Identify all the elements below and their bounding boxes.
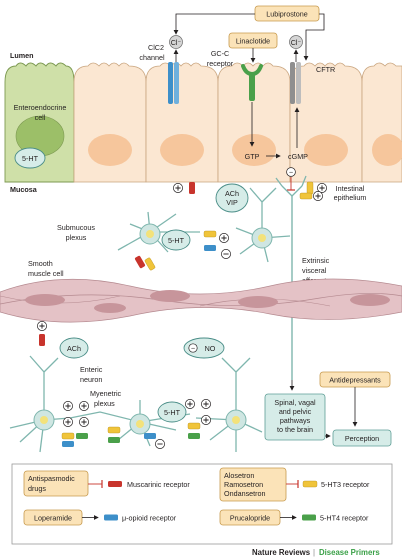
cl-ion-1: Cl⁻ — [171, 38, 182, 47]
ach-vip-vesicle — [215, 183, 249, 213]
ht-granule — [14, 147, 46, 169]
epithelial-cells — [73, 62, 402, 183]
antispasmodic-box — [23, 470, 89, 497]
perception-label: Perception — [345, 434, 379, 443]
smooth-muscle-label-2: muscle cell — [28, 269, 64, 278]
gcc-label-1: GC-C — [211, 49, 229, 58]
lubiprostone-arrow-clc2 — [173, 13, 255, 35]
myenteric-label-1: Myenetric — [90, 389, 122, 398]
ht-sub-vesicle — [161, 229, 191, 251]
ht-cell-label: 5-HT — [22, 154, 39, 163]
footer-disease: Disease Primers — [319, 548, 380, 557]
antidepressants-label: Antidepressants — [329, 376, 381, 385]
cftr-channel — [290, 62, 301, 104]
ht-sub-label: 5-HT — [168, 236, 185, 245]
spinal-label-1: Spinal, vagal — [274, 398, 316, 407]
intestinal-label-2: epithelium — [334, 193, 367, 202]
enteric-label-2: neuron — [80, 375, 102, 384]
loperamide-label: Loperamide — [34, 514, 72, 523]
linaclotide-label: Linaclotide — [236, 37, 270, 46]
muscarinic-label: Muscarinic receptor — [127, 480, 190, 489]
antispasmodic-label-2: drugs — [28, 484, 46, 493]
lubiprostone-arrow-cftr — [303, 13, 325, 61]
gcc-receptor — [241, 64, 263, 101]
alosetron-label: Alosetron — [224, 471, 254, 480]
spinal-label-4: to the brain — [277, 425, 313, 434]
lumen-label: Lumen — [10, 51, 34, 60]
ht4-label: 5-HT4 receptor — [320, 514, 369, 523]
mu-opioid-label: μ-opioid receptor — [122, 514, 177, 523]
ach-myen-label: ACh — [67, 344, 81, 353]
prucalopride-label: Prucalopride — [230, 514, 270, 523]
ach-vip-label-2: VIP — [226, 198, 238, 207]
footer-sep: | — [313, 548, 315, 557]
cgmp-label: cGMP — [288, 152, 308, 161]
intestinal-epithelium: 5-HT Enteroendocrine cell — [4, 62, 402, 183]
antispasmodic-label-1: Antispasmodic — [28, 474, 75, 483]
extrinsic-label-1: Extrinsic — [302, 256, 330, 265]
clc2-label-1: ClC2 — [148, 43, 164, 52]
ach-vip-label-1: ACh — [225, 189, 239, 198]
smooth-muscle-label-1: Smooth — [28, 259, 53, 268]
lubiprostone-label: Lubiprostone — [266, 10, 308, 19]
spinal-label-2: and pelvic — [279, 407, 312, 416]
minus-no: − — [191, 344, 195, 353]
submucous-label-2: plexus — [66, 233, 87, 242]
ht3-label: 5-HT3 receptor — [321, 480, 370, 489]
enteroendocrine-label-1: Enteroendocrine — [14, 103, 67, 112]
footer-nature: Nature Reviews — [252, 548, 311, 557]
myenteric-neurons — [9, 355, 263, 453]
spinal-pathways-box — [264, 393, 326, 441]
spinal-label-3: pathways — [280, 416, 311, 425]
ondansetron-label: Ondansetron — [224, 489, 266, 498]
extrinsic-label-2: visceral — [302, 266, 327, 275]
perception-box — [332, 429, 392, 447]
enteric-label-1: Enteric — [80, 365, 103, 374]
ramosetron-label: Ramosetron — [224, 480, 263, 489]
submucous-label-1: Submucous — [57, 223, 95, 232]
cftr-label: CFTR — [316, 65, 335, 74]
mucosa-label: Mucosa — [10, 185, 38, 194]
gtp-label: GTP — [245, 152, 260, 161]
enteroendocrine-label-2: cell — [35, 113, 46, 122]
lubiprostone-box — [254, 5, 320, 22]
epithelial-nuclei — [88, 134, 402, 166]
clc2-channel — [168, 62, 179, 104]
cl-ion-2: Cl⁻ — [291, 38, 302, 47]
no-vesicle — [183, 337, 225, 359]
ht-myen-vesicle — [157, 401, 187, 423]
clc2-label-2: channel — [139, 53, 165, 62]
no-label: NO — [205, 344, 216, 353]
myenteric-label-2: plexus — [94, 399, 115, 408]
ht-myen-label: 5-HT — [164, 408, 181, 417]
ach-myen-vesicle — [59, 337, 89, 359]
intestinal-label-1: Intestinal — [336, 184, 365, 193]
gcc-label-2: receptor — [207, 59, 234, 68]
smooth-muscle-layer — [0, 278, 402, 323]
minus-cgmp: − — [289, 168, 293, 177]
ht3-antagonist-box — [219, 467, 287, 502]
